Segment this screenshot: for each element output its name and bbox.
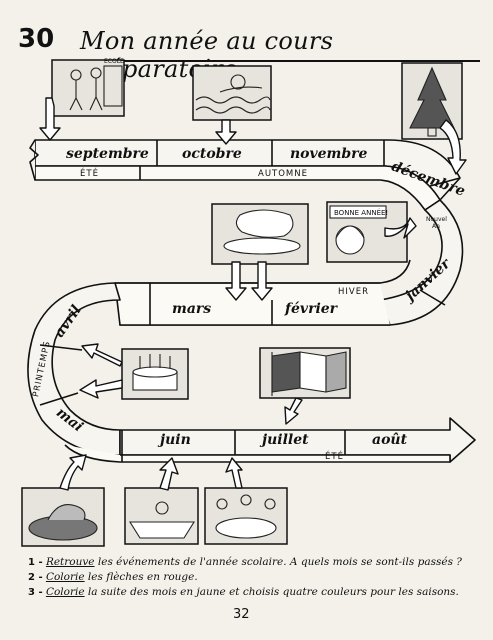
month-juillet: juillet: [262, 432, 309, 448]
nouvel-an-label-2: An: [432, 223, 440, 230]
instruction-2: 2 - Colorie les flèches en rouge.: [28, 571, 198, 583]
title-underline: [80, 60, 480, 62]
nouvel-an-label-1: Nouvel: [426, 216, 447, 223]
arrow-swim: [215, 119, 237, 145]
season-ete-top: ÉTÉ: [80, 169, 99, 179]
season-ete-bottom: ÉTÉ: [325, 452, 344, 462]
arrow-tree: [439, 119, 467, 175]
road-middle-outer: [115, 259, 411, 284]
arrow-flag: [284, 397, 303, 425]
arrow-cake-2: [79, 379, 123, 399]
season-hiver: HIVER: [338, 287, 369, 297]
swimming-picture: [192, 65, 272, 121]
road-right-curve: [379, 199, 464, 326]
month-novembre: novembre: [290, 146, 368, 162]
month-aout: août: [372, 432, 408, 448]
month-septembre: septembre: [66, 146, 149, 162]
arrow-school: [39, 97, 61, 141]
month-mars: mars: [172, 301, 212, 317]
arrow-galette-2: [251, 261, 273, 301]
school-picture: [51, 59, 125, 117]
page-number: 32: [233, 607, 250, 622]
month-octobre: octobre: [182, 146, 242, 162]
arrow-boat: [159, 457, 179, 491]
season-automne: AUTOMNE: [258, 169, 308, 179]
arrow-picnic: [225, 457, 243, 489]
exercise-number: 30: [18, 24, 55, 54]
arrow-nest: [59, 454, 87, 491]
month-juin: juin: [160, 432, 191, 448]
instruction-3: 3 - Colorie la suite des mois en jaune e…: [28, 586, 459, 598]
bonne-annee-text: BONNE ANNÉE!: [334, 209, 389, 217]
month-fevrier: février: [285, 301, 338, 317]
instruction-1: 1 - Retrouve les événements de l'année s…: [28, 556, 462, 568]
arrow-newyear: [384, 217, 417, 239]
ecole-sign: ECOLE: [104, 58, 124, 65]
arrow-galette: [225, 261, 247, 301]
arrow-cake-1: [81, 343, 123, 367]
